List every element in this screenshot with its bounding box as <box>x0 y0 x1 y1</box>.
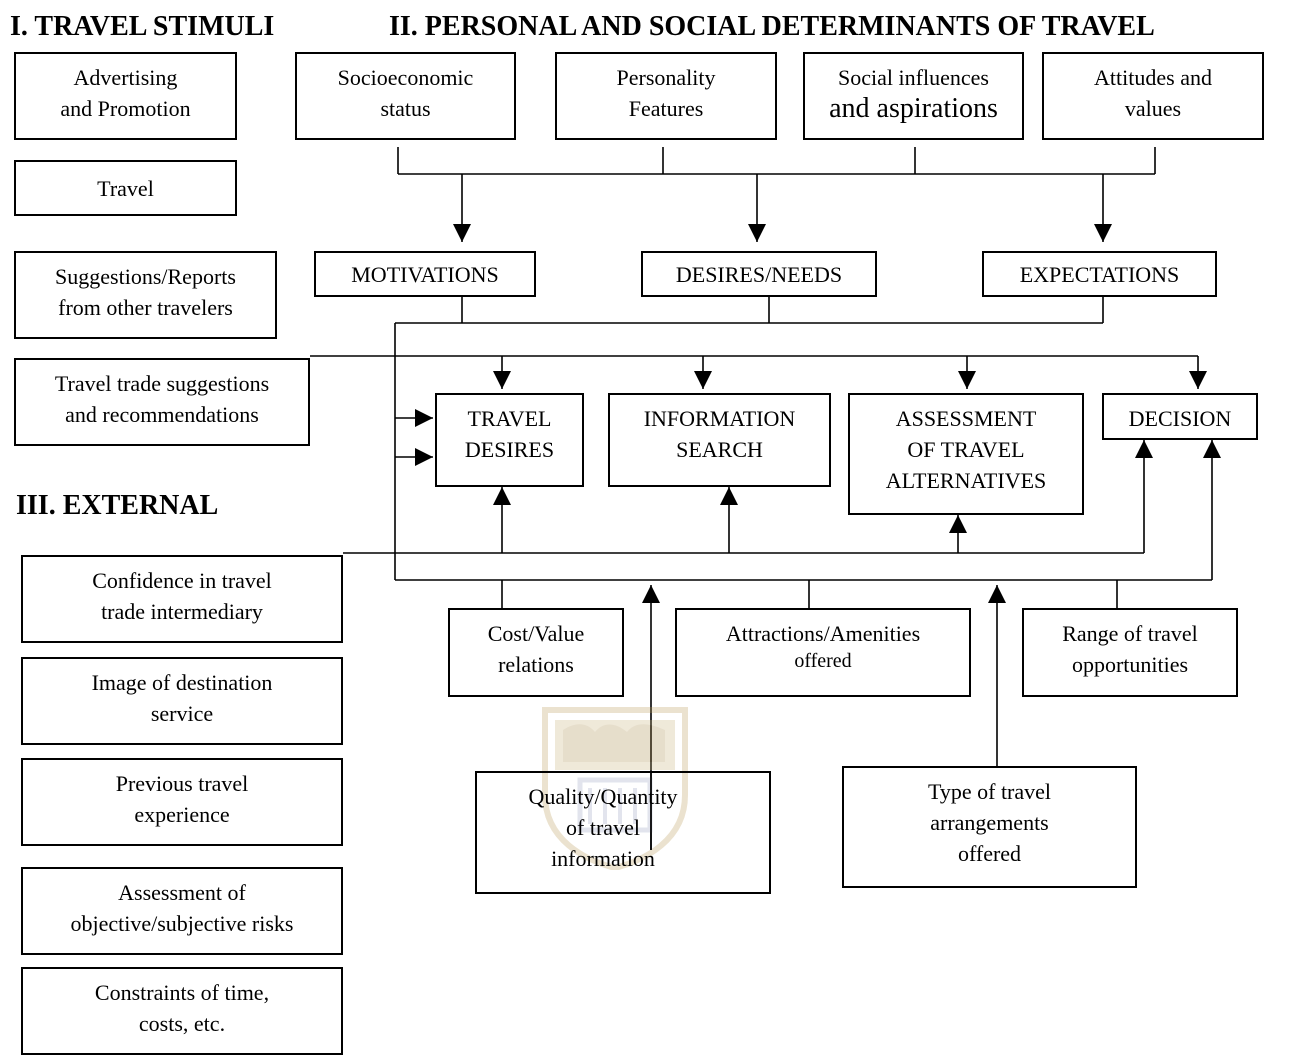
factor-text-line: relations <box>498 652 574 677</box>
stimulus-text-line: Travel trade suggestions <box>54 371 270 396</box>
stage-box-decision: DECISION <box>1102 393 1258 440</box>
stimulus-text-line: and Promotion <box>60 96 191 121</box>
driver-box-desires-needs: DESIRES/NEEDS <box>641 251 877 297</box>
external-text-line: Confidence in travel <box>92 568 272 593</box>
determinant-box-social-influences: Social influences and aspirations <box>803 52 1024 140</box>
factor-text-line: offered <box>957 841 1022 866</box>
factor-text-line: of travel <box>566 815 640 840</box>
determinant-text-line: Attitudes and <box>1094 65 1212 90</box>
stimulus-box-advertising: Advertising and Promotion <box>14 52 237 140</box>
external-text-line: Image of destination <box>91 670 273 695</box>
stage-text-line: DECISION <box>1128 406 1232 431</box>
external-text-line: objective/subjective risks <box>70 911 294 936</box>
stimulus-text-line: from other travelers <box>58 295 233 320</box>
external-text-line: experience <box>134 802 230 827</box>
stage-text-line: ASSESSMENT <box>895 406 1037 431</box>
stimulus-text-line: Travel <box>97 175 154 201</box>
stage-text-line: INFORMATION <box>643 406 796 431</box>
stage-box-information-search: INFORMATION SEARCH <box>608 393 831 487</box>
determinant-text-line: Personality <box>616 65 716 90</box>
determinant-text-line: Socioeconomic <box>337 65 474 90</box>
heading-travel-stimuli: I. TRAVEL STIMULI <box>10 11 275 42</box>
stage-text-line: ALTERNATIVES <box>885 468 1047 493</box>
determinant-text-line: status <box>380 96 431 121</box>
factor-text-line: Cost/Value <box>487 621 585 646</box>
driver-box-motivations: MOTIVATIONS <box>314 251 536 297</box>
external-text-line: Previous travel <box>115 771 249 796</box>
external-text-line: trade intermediary <box>101 599 263 624</box>
stimulus-text-line: and recommendations <box>65 402 259 427</box>
factor-box-attractions: Attractions/Amenities offered <box>675 608 971 697</box>
university-crest-watermark <box>542 707 688 870</box>
external-box-constraints: Constraints of time, costs, etc. <box>21 967 343 1055</box>
external-box-image-destination: Image of destination service <box>21 657 343 745</box>
factor-text-line: arrangements <box>930 810 1049 835</box>
stimulus-text-line: Advertising <box>73 65 178 90</box>
stimulus-box-travel: Travel <box>14 160 237 216</box>
driver-label: MOTIVATIONS <box>351 261 499 287</box>
external-box-confidence: Confidence in travel trade intermediary <box>21 555 343 643</box>
factor-box-range-opportunities: Range of travel opportunities <box>1022 608 1238 697</box>
stimulus-text-line: Suggestions/Reports <box>55 264 236 289</box>
factor-box-travel-arrangements: Type of travel arrangements offered <box>842 766 1137 888</box>
factor-text-line: offered <box>794 650 852 672</box>
determinant-text-line: values <box>1124 96 1182 121</box>
driver-box-expectations: EXPECTATIONS <box>982 251 1217 297</box>
stimulus-box-travel-trade: Travel trade suggestions and recommendat… <box>14 358 310 446</box>
factor-text-line: Quality/Quantity <box>528 784 678 809</box>
stage-text-line: OF TRAVEL <box>907 437 1025 462</box>
factor-text-line: Attractions/Amenities <box>725 621 921 646</box>
factor-text-line: information <box>551 846 655 871</box>
determinant-box-socioeconomic: Socioeconomic status <box>295 52 516 140</box>
external-text-line: Constraints of time, <box>94 980 270 1005</box>
heading-external: III. EXTERNAL <box>16 490 219 521</box>
stage-text-line: SEARCH <box>676 437 763 462</box>
factor-text-line: opportunities <box>1071 652 1189 677</box>
stage-text-line: DESIRES <box>464 437 555 462</box>
stage-text-line: TRAVEL <box>467 406 552 431</box>
stage-box-travel-desires: TRAVEL DESIRES <box>435 393 584 487</box>
driver-label: EXPECTATIONS <box>1019 261 1180 287</box>
stage-box-assessment: ASSESSMENT OF TRAVEL ALTERNATIVES <box>848 393 1084 515</box>
external-text-line: Assessment of <box>118 880 246 905</box>
determinant-box-personality: Personality Features <box>555 52 777 140</box>
determinant-text-line: Features <box>628 96 704 121</box>
factor-text-line: Type of travel <box>927 779 1052 804</box>
factor-box-quality-quantity: Quality/Quantity of travel information <box>475 771 771 894</box>
external-text-line: costs, etc. <box>138 1011 226 1036</box>
determinant-text-line: Social influences <box>838 65 989 90</box>
driver-label: DESIRES/NEEDS <box>675 261 843 287</box>
external-box-risk-assessment: Assessment of objective/subjective risks <box>21 867 343 955</box>
stimulus-box-suggestions-reports: Suggestions/Reports from other travelers <box>14 251 277 339</box>
determinant-text-line: and aspirations <box>829 93 998 124</box>
factor-text-line: Range of travel <box>1062 621 1198 646</box>
external-text-line: service <box>150 701 214 726</box>
determinant-box-attitudes: Attitudes and values <box>1042 52 1264 140</box>
heading-personal-social-determinants: II. PERSONAL AND SOCIAL DETERMINANTS OF … <box>389 11 1155 42</box>
external-box-previous-experience: Previous travel experience <box>21 758 343 846</box>
factor-box-cost-value: Cost/Value relations <box>448 608 624 697</box>
